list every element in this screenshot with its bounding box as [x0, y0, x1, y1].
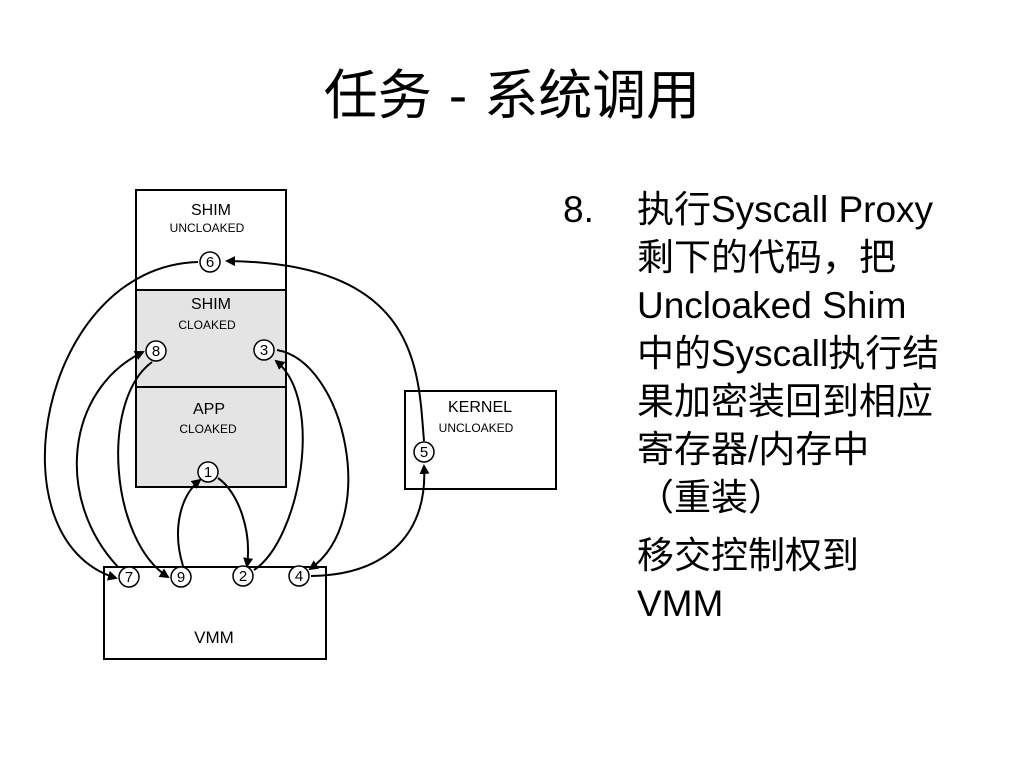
- paragraph-line: 中的Syscall执行结: [637, 333, 940, 374]
- paragraph-line: （重装）: [637, 477, 785, 518]
- step-marker-9: 9: [170, 566, 192, 588]
- shim-uncloaked-box: [135, 189, 287, 291]
- flow-arrow-9-to-1: [177, 478, 202, 567]
- item-number: 8.: [563, 189, 594, 230]
- paragraph-line: 执行Syscall Proxy: [637, 189, 934, 230]
- paragraph-line: 移交控制权到: [637, 535, 859, 576]
- paragraph-line: 寄存器/内存中: [637, 429, 870, 470]
- step-marker-3: 3: [253, 339, 275, 361]
- step-number-2: 2: [239, 568, 247, 585]
- step-marker-5: 5: [413, 441, 435, 463]
- paragraph-line: 剩下的代码，把: [637, 237, 896, 278]
- step-number-6: 6: [206, 254, 214, 271]
- step-number-4: 4: [295, 568, 303, 585]
- step-number-7: 7: [125, 569, 133, 586]
- paragraph-line: VMM: [637, 583, 724, 624]
- step-marker-7: 7: [118, 566, 140, 588]
- flow-arrow-2-to-3: [253, 359, 304, 571]
- step-marker-2: 2: [232, 565, 254, 587]
- shim-cloaked-box: [135, 289, 287, 388]
- flow-arrow-3-to-4: [276, 349, 350, 571]
- shim-cloaked-title: SHIM: [191, 296, 231, 313]
- shim-uncloaked-title: SHIM: [191, 202, 231, 219]
- step-number-5: 5: [420, 444, 428, 461]
- shim-uncloaked-subtitle: UNCLOAKED: [170, 221, 245, 235]
- app-cloaked-subtitle: CLOAKED: [179, 422, 237, 436]
- paragraph-line: Uncloaked Shim: [637, 285, 907, 326]
- vmm-title: VMM: [194, 628, 234, 647]
- step-marker-6: 6: [199, 251, 221, 273]
- flow-arrow-6-to-7: [43, 261, 199, 581]
- step-number-8: 8: [152, 343, 160, 360]
- step-description: 8. 执行Syscall Proxy 剩下的代码，把 Uncloaked Shi…: [563, 186, 1018, 628]
- step-marker-8: 8: [145, 340, 167, 362]
- app-cloaked-title: APP: [193, 401, 225, 418]
- paragraph-line: 果加密装回到相应: [637, 381, 933, 422]
- kernel-box: [404, 390, 557, 490]
- numbered-item: 8. 执行Syscall Proxy 剩下的代码，把 Uncloaked Shi…: [563, 186, 1018, 628]
- step-number-9: 9: [177, 569, 185, 586]
- kernel-subtitle: UNCLOAKED: [439, 421, 514, 435]
- step-number-1: 1: [204, 464, 212, 481]
- flow-arrow-4-to-5: [310, 464, 430, 577]
- flow-arrow-5-to-6: [225, 256, 425, 442]
- vmm-box: [103, 566, 327, 660]
- flow-arrow-7-to-8: [75, 351, 145, 568]
- flow-arrow-1-to-2: [217, 477, 254, 568]
- step-marker-1: 1: [197, 461, 219, 483]
- shim-cloaked-subtitle: CLOAKED: [178, 318, 236, 332]
- flow-arrow-8-to-9: [117, 361, 170, 579]
- kernel-title: KERNEL: [448, 399, 512, 416]
- slide-title: 任务 - 系统调用: [323, 64, 701, 127]
- step-marker-4: 4: [288, 565, 310, 587]
- step-number-3: 3: [260, 342, 268, 359]
